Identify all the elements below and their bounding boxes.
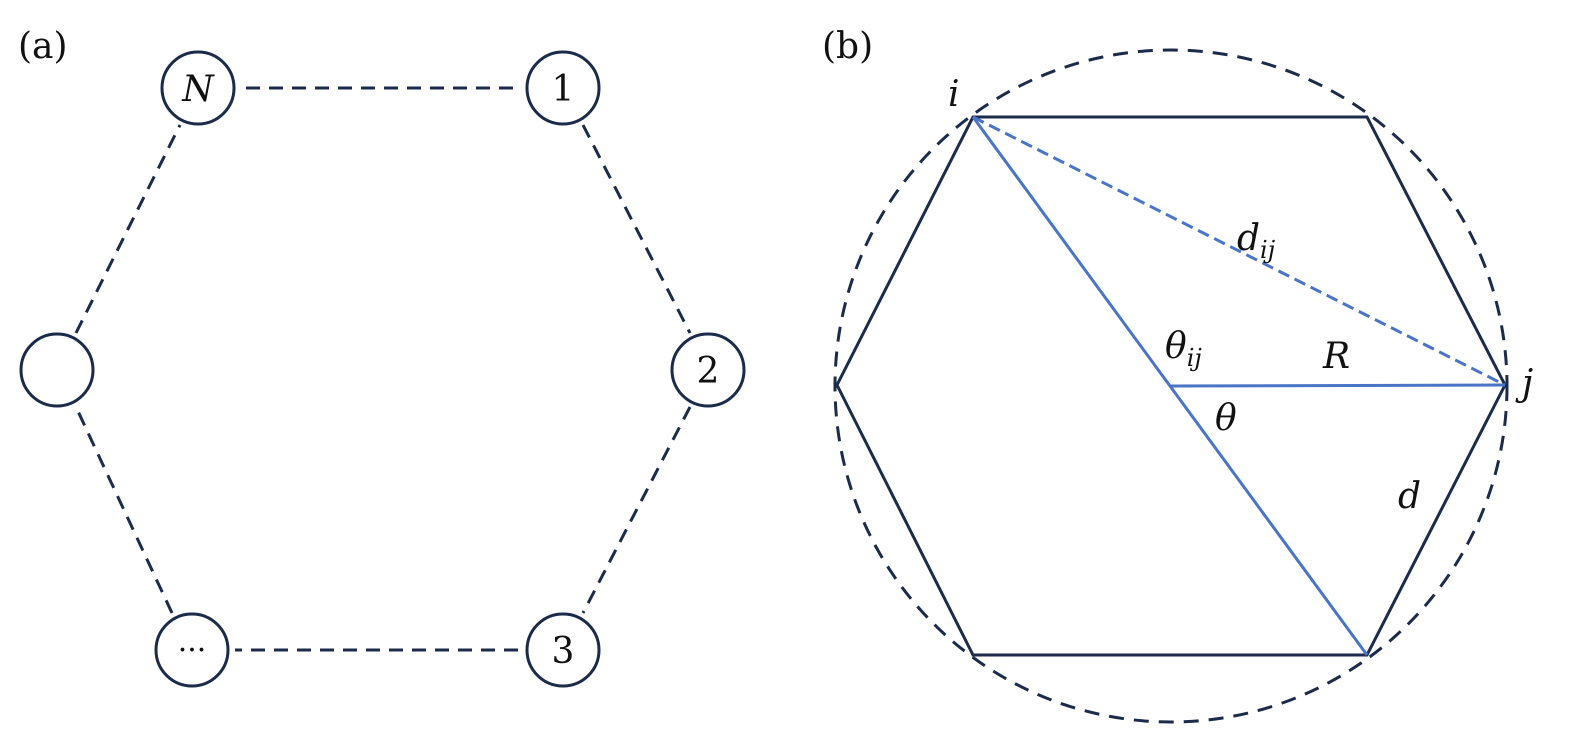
theta-ij-label: θij [1165, 326, 1202, 372]
edge-dots-empty [74, 406, 174, 614]
side-d-label: d [1398, 476, 1421, 517]
vertex-j-label: j [1515, 363, 1533, 404]
node-N [160, 50, 236, 126]
panel-a-label: (a) [18, 26, 68, 67]
edge-2-3 [581, 406, 692, 614]
node-3 [525, 612, 601, 688]
theta-label: θ [1215, 398, 1237, 439]
node-2 [670, 332, 746, 408]
node-label-2: 2 [697, 351, 720, 392]
circumscribed-circle [833, 48, 1509, 724]
node-label-ellipsis: ··· [178, 633, 207, 668]
radius-label: R [1322, 336, 1350, 377]
panel-b-label: (b) [822, 26, 873, 67]
edge-empty-N [74, 124, 182, 334]
edge-1-2 [581, 124, 692, 334]
node-1 [525, 50, 601, 126]
radius-line [1170, 383, 1506, 388]
diameter-line [971, 116, 1369, 656]
vertex-i-label: i [948, 74, 960, 115]
ring-edges [74, 86, 692, 652]
node-label-N: N [181, 69, 215, 110]
dij-label: dij [1237, 218, 1276, 264]
node-ellipsis [154, 612, 230, 688]
chord-dij [972, 115, 1506, 387]
node-empty [19, 332, 95, 408]
node-label-1: 1 [552, 69, 575, 110]
node-label-3: 3 [552, 631, 575, 672]
